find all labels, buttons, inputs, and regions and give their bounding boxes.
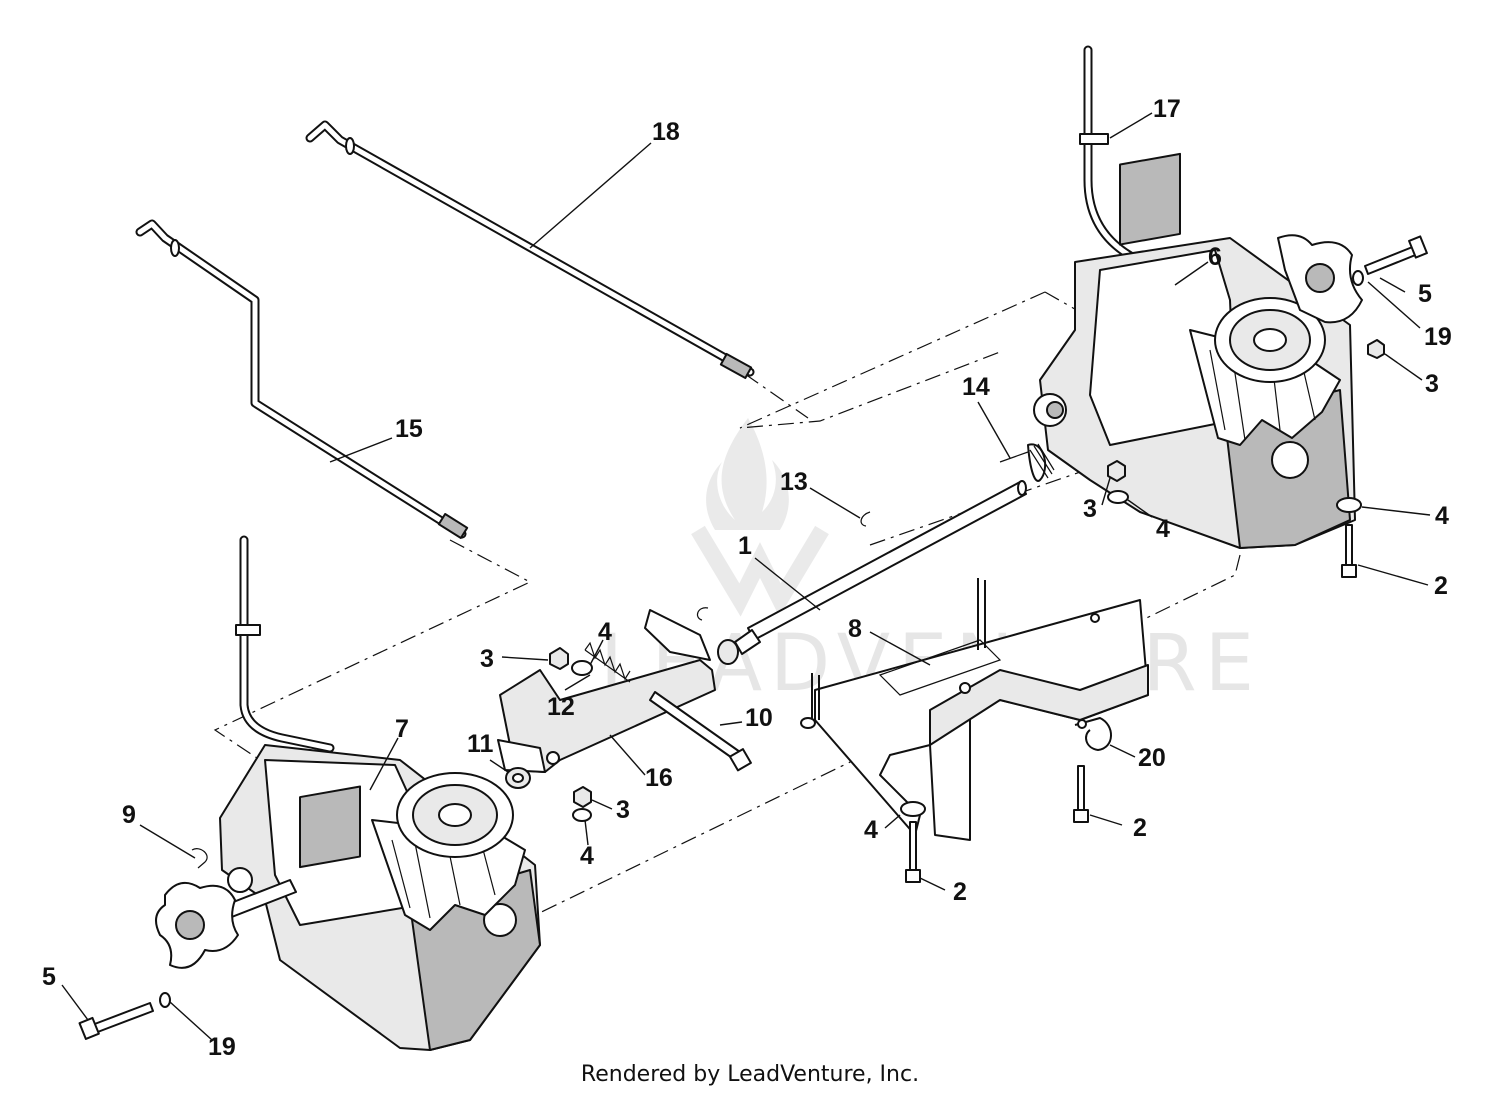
callout-18: 18 — [652, 118, 680, 146]
callout-3-right: 3 — [1425, 370, 1439, 398]
callout-20: 20 — [1138, 744, 1166, 772]
footer-credit: Rendered by LeadVenture, Inc. — [580, 1062, 920, 1087]
clip-17 — [1079, 133, 1109, 145]
pivot-shaft-1 — [717, 480, 1027, 665]
washer-4-bottom — [572, 808, 592, 822]
callout-12: 12 — [547, 693, 575, 721]
transmission-left — [155, 744, 541, 1051]
clip-9 — [191, 848, 208, 869]
callout-3-left: 3 — [480, 645, 494, 673]
callout-14: 14 — [962, 373, 990, 401]
washer-4-upper — [571, 660, 593, 676]
callout-19-left: 19 — [208, 1033, 236, 1061]
callout-10: 10 — [745, 704, 773, 732]
transmission-right — [1033, 152, 1363, 549]
bolt-10 — [649, 691, 752, 772]
nut-3-middle — [1107, 460, 1126, 482]
callout-3-middle: 3 — [1083, 495, 1097, 523]
callout-9: 9 — [122, 801, 136, 829]
callout-16: 16 — [645, 764, 673, 792]
idler-bracket-16 — [497, 609, 716, 773]
callout-5-right: 5 — [1418, 280, 1432, 308]
flame-logo-icon — [706, 418, 789, 530]
callout-8: 8 — [848, 615, 862, 643]
compression-spring-12 — [584, 641, 631, 683]
bolt-2-center — [1073, 765, 1089, 823]
callout-3-bottom: 3 — [616, 796, 630, 824]
callout-13: 13 — [780, 468, 808, 496]
callout-11: 11 — [467, 730, 494, 758]
bolt-2-bottom — [900, 801, 926, 883]
callout-4-left: 4 — [598, 618, 612, 646]
nut-3-upper — [549, 647, 569, 670]
steering-arm-left — [235, 535, 335, 753]
callout-1: 1 — [738, 532, 752, 560]
callout-2-right: 2 — [1434, 572, 1448, 600]
washer-4-right — [1336, 497, 1362, 513]
hardware-right — [1352, 235, 1428, 359]
e-clip-13 — [860, 511, 871, 527]
bolt-2-right — [1336, 497, 1362, 578]
control-rod-18 — [305, 120, 755, 380]
control-rod-15 — [135, 219, 469, 539]
callout-6: 6 — [1208, 243, 1222, 271]
callout-2-bottom: 2 — [953, 878, 967, 906]
washer-4-center — [900, 801, 926, 817]
leader-lines — [61, 112, 1431, 1041]
washer-4-middle — [1107, 490, 1129, 504]
callout-4-bottom: 4 — [580, 842, 594, 870]
callout-4-right: 4 — [1435, 502, 1449, 530]
callout-19-right: 19 — [1424, 323, 1452, 351]
callout-7: 7 — [395, 715, 409, 743]
e-clip-13b — [696, 607, 709, 621]
callout-5-left: 5 — [42, 963, 56, 991]
clip-left — [235, 624, 261, 636]
hardware-left — [78, 992, 171, 1040]
callout-4-middle: 4 — [1156, 515, 1170, 543]
callout-4-center: 4 — [864, 816, 878, 844]
watermark-w-mark — [691, 525, 829, 617]
torsion-spring-14 — [999, 443, 1055, 482]
clamp-20 — [1074, 717, 1112, 751]
callout-15: 15 — [395, 415, 423, 443]
callout-2-center: 2 — [1133, 814, 1147, 842]
callout-17: 17 — [1153, 95, 1181, 123]
callouts: 18 17 6 5 19 3 14 15 13 3 4 4 2 1 8 3 4 … — [42, 95, 1452, 1061]
nut-3-bottom — [573, 786, 592, 808]
